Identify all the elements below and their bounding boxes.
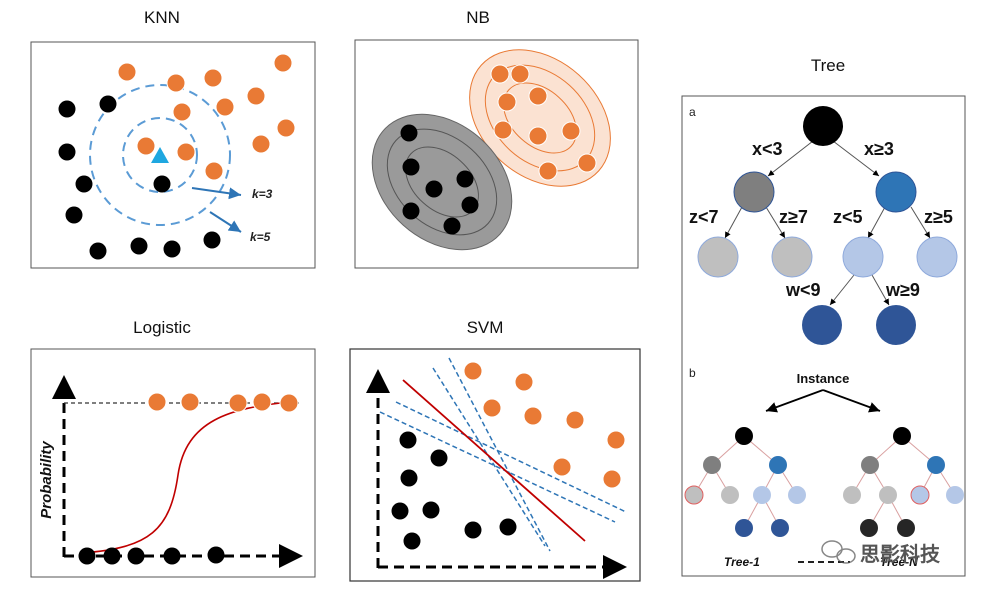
svm-black-points bbox=[391, 431, 517, 550]
nb-black-points bbox=[400, 124, 479, 235]
svm-decision-boundary bbox=[402, 379, 586, 542]
tree-a-rll-leaf bbox=[802, 305, 842, 345]
tree-a-edges bbox=[724, 140, 931, 306]
tree-n-label: Tree-N bbox=[880, 555, 918, 569]
label-w-lt-9: w<9 bbox=[785, 280, 821, 300]
tree-1-label: Tree-1 bbox=[724, 555, 760, 569]
tree-a-rl-node bbox=[842, 236, 884, 278]
tree-a-root-node bbox=[803, 106, 843, 146]
tree-panel: a b x<3 x≥3 z<7 z≥7 z<5 z≥5 bbox=[681, 95, 966, 577]
tree-a-ll-leaf bbox=[697, 236, 739, 278]
nb-orange-points bbox=[490, 64, 597, 181]
label-x-lt-3: x<3 bbox=[752, 139, 783, 159]
tree-a-rlr-leaf bbox=[876, 305, 916, 345]
watermark-text: 思影科技 bbox=[860, 542, 940, 566]
tree-a-lr-leaf bbox=[771, 236, 813, 278]
tree-panel-b-label: b bbox=[689, 366, 696, 380]
tree-a-left-node bbox=[733, 171, 775, 213]
logistic-orange-points bbox=[147, 392, 299, 413]
knn-inner-circle bbox=[122, 117, 198, 193]
label-z-lt-7: z<7 bbox=[689, 207, 719, 227]
label-z-ge-5: z≥5 bbox=[924, 207, 953, 227]
tree-a-rr-leaf bbox=[916, 236, 958, 278]
tree-a-labels: x<3 x≥3 z<7 z≥7 z<5 z≥5 w<9 w≥9 bbox=[689, 139, 953, 300]
logistic-black-points bbox=[78, 546, 225, 565]
tree-a-right-node bbox=[875, 171, 917, 213]
tree-b-tree1 bbox=[684, 427, 806, 537]
tree-title: Tree bbox=[810, 56, 846, 75]
knn-k5-label: k=5 bbox=[250, 230, 271, 244]
knn-panel: k=3 k=5 bbox=[30, 41, 316, 269]
svm-panel bbox=[349, 348, 641, 582]
logistic-title: Logistic bbox=[133, 318, 191, 337]
label-w-ge-9: w≥9 bbox=[885, 280, 920, 300]
tree-panel-a-label: a bbox=[689, 105, 696, 119]
watermark-icon bbox=[821, 540, 856, 564]
svm-orange-points bbox=[463, 361, 626, 489]
nb-title: NB bbox=[466, 8, 490, 27]
tree-b-treeN bbox=[843, 427, 964, 537]
knn-orange-points bbox=[117, 53, 296, 181]
logistic-panel: Probability bbox=[30, 348, 316, 578]
knn-black-points bbox=[58, 95, 221, 260]
label-x-ge-3: x≥3 bbox=[864, 139, 894, 159]
label-z-lt-5: z<5 bbox=[833, 207, 863, 227]
knn-outer-circle bbox=[89, 84, 231, 226]
knn-k3-label: k=3 bbox=[252, 187, 273, 201]
knn-title: KNN bbox=[144, 8, 180, 27]
svm-title: SVM bbox=[466, 318, 504, 337]
logistic-ylabel: Probability bbox=[38, 441, 55, 519]
knn-query-triangle bbox=[151, 147, 169, 163]
nb-panel bbox=[354, 39, 639, 269]
label-z-ge-7: z≥7 bbox=[779, 207, 808, 227]
tree-instance-label: Instance bbox=[797, 371, 850, 386]
